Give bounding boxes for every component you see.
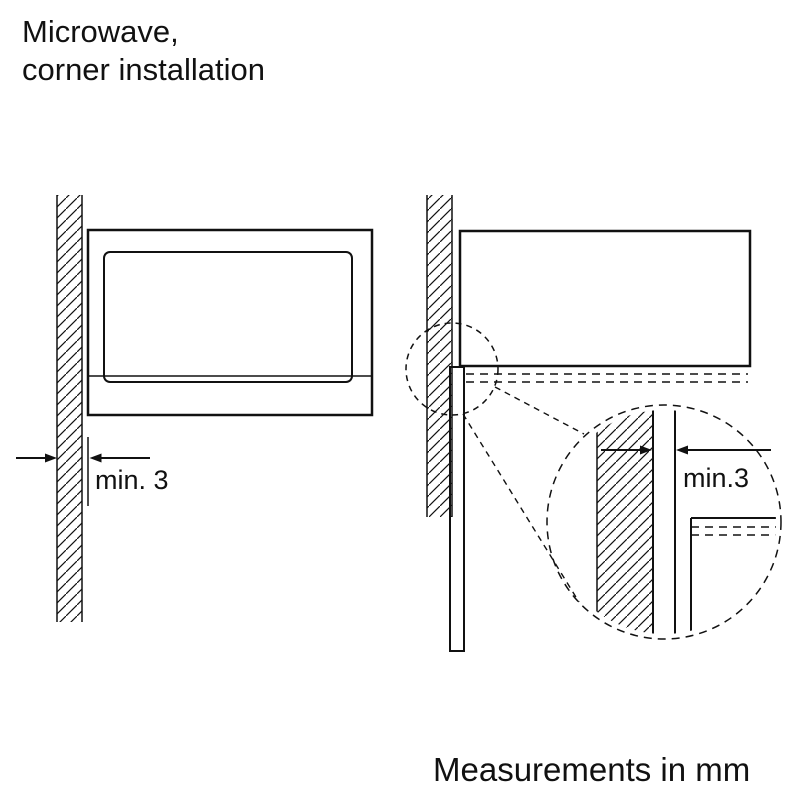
- page-title: Microwave, corner installation: [22, 14, 265, 87]
- front-gap-label: min. 3: [95, 465, 169, 495]
- microwave-front: [86, 228, 374, 417]
- arrow-right-icon: [45, 453, 57, 463]
- front-view-wall-hatch: [56, 195, 83, 622]
- arrow-left-icon: [89, 453, 102, 463]
- side-panel: [449, 366, 465, 652]
- callout-connector-lower: [462, 413, 580, 603]
- corner-detail: [596, 410, 776, 634]
- detail-gap-dimension: min.3: [601, 445, 771, 493]
- microwave-side: [458, 229, 752, 383]
- callout-source-circle: [405, 322, 499, 416]
- side-view-wall-hatch: [426, 195, 453, 517]
- callout-connector-upper: [494, 386, 585, 435]
- arrow-right-icon: [640, 445, 652, 455]
- title-line-2: corner installation: [22, 52, 265, 87]
- front-view: min. 3: [16, 195, 374, 622]
- measurements-note: Measurements in mm: [433, 751, 750, 788]
- front-gap-dimension: min. 3: [16, 437, 169, 506]
- detail-gap-label: min.3: [683, 463, 749, 493]
- detail-wall-hatch: [596, 410, 654, 634]
- side-view: min.3: [405, 195, 782, 652]
- arrow-left-icon: [676, 445, 688, 455]
- title-line-1: Microwave,: [22, 14, 179, 49]
- detail-circle: [546, 404, 782, 640]
